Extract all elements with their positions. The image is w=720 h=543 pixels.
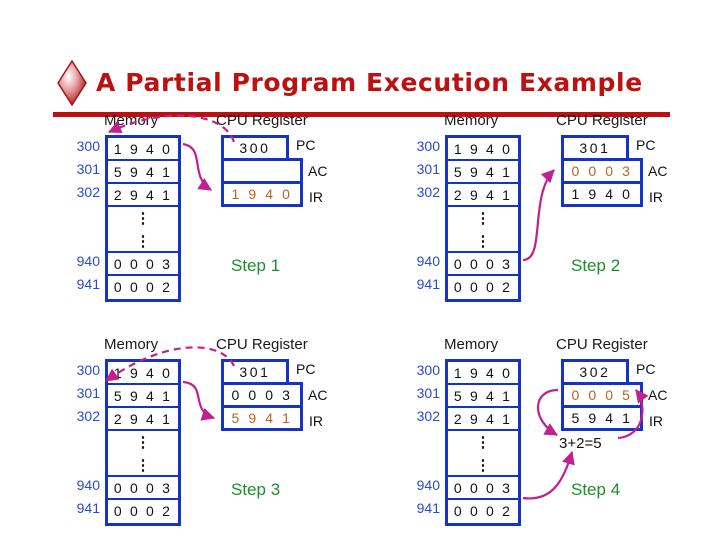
memory-ellipsis: ⋮	[135, 434, 151, 451]
cpu-header: CPU Register	[556, 112, 648, 129]
memory-address: 940	[76, 477, 100, 493]
memory-cell: 0 0 0 2	[453, 503, 513, 519]
memory-address: 301	[416, 161, 440, 177]
ir-register: 5 9 4 1	[221, 405, 303, 431]
step-label: Step 1	[231, 256, 281, 275]
memory-cell: 5 9 4 1	[448, 161, 518, 184]
pc-label: PC	[636, 137, 656, 153]
memory-address: 301	[76, 385, 100, 401]
memory-cell: 0 0 0 3	[448, 253, 518, 276]
memory-address: 302	[76, 184, 100, 200]
memory-table: 1 9 4 0 5 9 4 1 2 9 4 1 ⋮ ⋮ 0 0 0 3 0 0 …	[105, 135, 181, 302]
memory-cell: 5 9 4 1	[108, 161, 178, 184]
memory-cell: 0 0 0 3	[448, 477, 518, 500]
memory-cell: 0 0 0 3	[108, 253, 178, 276]
step-label: Step 2	[571, 256, 621, 275]
memory-address: 941	[76, 500, 100, 516]
cpu-header: CPU Register	[556, 336, 648, 353]
memory-cell: 1 9 4 0	[448, 362, 518, 385]
pc-register: 301	[221, 359, 289, 385]
step-label: Step 4	[571, 480, 621, 499]
memory-cell: 0 0 0 2	[113, 503, 173, 519]
memory-ellipsis: ⋮	[475, 210, 491, 227]
memory-cell: 5 9 4 1	[108, 385, 178, 408]
memory-address: 300	[416, 362, 440, 378]
memory-header: Memory	[444, 112, 499, 129]
memory-cell: 2 9 4 1	[108, 408, 178, 431]
memory-address: 941	[416, 500, 440, 516]
memory-address: 301	[76, 161, 100, 177]
memory-address: 941	[76, 276, 100, 292]
ac-label: AC	[308, 163, 328, 179]
memory-cell: 1 9 4 0	[448, 138, 518, 161]
memory-cell: 2 9 4 1	[448, 184, 518, 207]
memory-address: 940	[416, 253, 440, 269]
step-1-arrows	[107, 114, 236, 191]
cpu-header: CPU Register	[216, 112, 308, 129]
ir-label: IR	[309, 413, 323, 429]
memory-cell: 1 9 4 0	[108, 362, 178, 385]
memory-address: 300	[76, 362, 100, 378]
memory-ellipsis: ⋮	[108, 454, 178, 477]
memory-table: 1 9 4 0 5 9 4 1 2 9 4 1 ⋮ ⋮ 0 0 0 3 0 0 …	[445, 135, 521, 302]
page-title: A Partial Program Execution Example	[96, 68, 643, 97]
memory-header: Memory	[104, 336, 159, 353]
memory-table: 1 9 4 0 5 9 4 1 2 9 4 1 ⋮ ⋮ 0 0 0 3 0 0 …	[445, 359, 521, 526]
memory-ellipsis: ⋮	[448, 454, 518, 477]
ac-label: AC	[648, 163, 668, 179]
pc-label: PC	[296, 137, 316, 153]
memory-ellipsis: ⋮	[108, 230, 178, 253]
memory-ellipsis: ⋮	[135, 210, 151, 227]
pc-register: 301	[561, 135, 629, 161]
diamond-icon	[57, 60, 87, 106]
memory-address: 301	[416, 385, 440, 401]
slide-title-bar: A Partial Program Execution Example	[0, 28, 720, 117]
memory-ellipsis: ⋮	[448, 230, 518, 253]
ir-label: IR	[309, 189, 323, 205]
cpu-register-group: 301 0 0 0 3 1 9 4 0	[561, 135, 643, 207]
ac-label: AC	[308, 387, 328, 403]
ir-label: IR	[649, 413, 663, 429]
memory-cell: 1 9 4 0	[108, 138, 178, 161]
cpu-register-group: 302 0 0 0 5 5 9 4 1	[561, 359, 643, 431]
step-3-panel: Memory CPU Register 300 301 302 940 941 …	[46, 328, 386, 543]
memory-address: 302	[76, 408, 100, 424]
step-3-arrows	[105, 346, 235, 421]
memory-address: 941	[416, 276, 440, 292]
cpu-register-group: 300 1 9 4 0	[221, 135, 303, 207]
memory-address: 940	[76, 253, 100, 269]
memory-cell: 0 0 0 2	[453, 279, 513, 295]
title-divider	[53, 112, 670, 117]
cpu-header: CPU Register	[216, 336, 308, 353]
memory-address: 302	[416, 184, 440, 200]
memory-address: 300	[416, 138, 440, 154]
step-2-arrows	[522, 169, 555, 262]
step-2-panel: Memory CPU Register 300 301 302 940 941 …	[386, 104, 720, 319]
step-label: Step 3	[231, 480, 281, 499]
ac-label: AC	[648, 387, 668, 403]
memory-address: 940	[416, 477, 440, 493]
step-4-panel: Memory CPU Register 300 301 302 940 941 …	[386, 328, 720, 543]
memory-header: Memory	[444, 336, 499, 353]
ir-register: 1 9 4 0	[221, 181, 303, 207]
pc-register: 302	[561, 359, 629, 385]
step-1-panel: Memory CPU Register 300 301 302 940 941 …	[46, 104, 386, 319]
step-4-arrows	[522, 388, 649, 500]
memory-address: 300	[76, 138, 100, 154]
memory-cell: 0 0 0 2	[113, 279, 173, 295]
ir-label: IR	[649, 189, 663, 205]
pc-label: PC	[296, 361, 316, 377]
memory-address: 302	[416, 408, 440, 424]
memory-table: 1 9 4 0 5 9 4 1 2 9 4 1 ⋮ ⋮ 0 0 0 3 0 0 …	[105, 359, 181, 526]
cpu-register-group: 301 0 0 0 3 5 9 4 1	[221, 359, 303, 431]
pc-label: PC	[636, 361, 656, 377]
ir-register: 1 9 4 0	[561, 181, 643, 207]
memory-cell: 2 9 4 1	[108, 184, 178, 207]
memory-cell: 2 9 4 1	[448, 408, 518, 431]
calculation-annotation: 3+2=5	[559, 435, 602, 452]
memory-cell: 0 0 0 3	[108, 477, 178, 500]
memory-ellipsis: ⋮	[475, 434, 491, 451]
memory-cell: 5 9 4 1	[448, 385, 518, 408]
